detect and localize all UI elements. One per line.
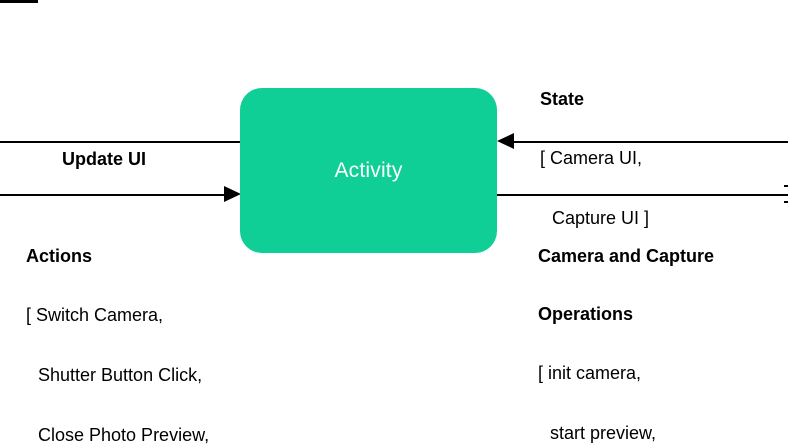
update-ui-heading: Update UI [62,149,147,169]
actions-item: Close Photo Preview, [38,425,210,444]
activity-node-label: Activity [334,159,403,182]
state-item: Capture UI ] [552,208,650,228]
state-item: [ Camera UI, [540,148,643,168]
connector-update-ui [0,141,243,143]
connector-camera-operations [494,194,788,196]
connector-state [512,141,788,143]
arrowhead-actions-icon [224,186,241,202]
camera-operations-heading-line2: Operations [538,304,634,324]
camera-operations-item: [ init camera, [538,363,642,383]
camera-operations-item: start preview, [550,423,657,443]
label-camera-operations: Camera and Capture Operations [ init cam… [538,209,714,444]
camera-operations-heading-line1: Camera and Capture [538,246,715,266]
label-actions: Actions [ Switch Camera, Shutter Button … [26,209,246,444]
activity-node: Activity [240,88,497,253]
crop-artifact-right-lower [784,201,788,203]
state-heading: State [540,89,585,109]
actions-item: Shutter Button Click, [38,365,203,385]
arrowhead-state-icon [497,133,514,149]
crop-artifact-right-upper [784,185,788,187]
label-update-ui: Update UI [62,112,146,206]
label-state: State [ Camera UI, Capture UI ] [540,52,649,266]
connector-actions [0,194,229,196]
crop-artifact-top-left [0,0,38,3]
actions-heading: Actions [26,246,93,266]
actions-item: [ Switch Camera, [26,305,164,325]
